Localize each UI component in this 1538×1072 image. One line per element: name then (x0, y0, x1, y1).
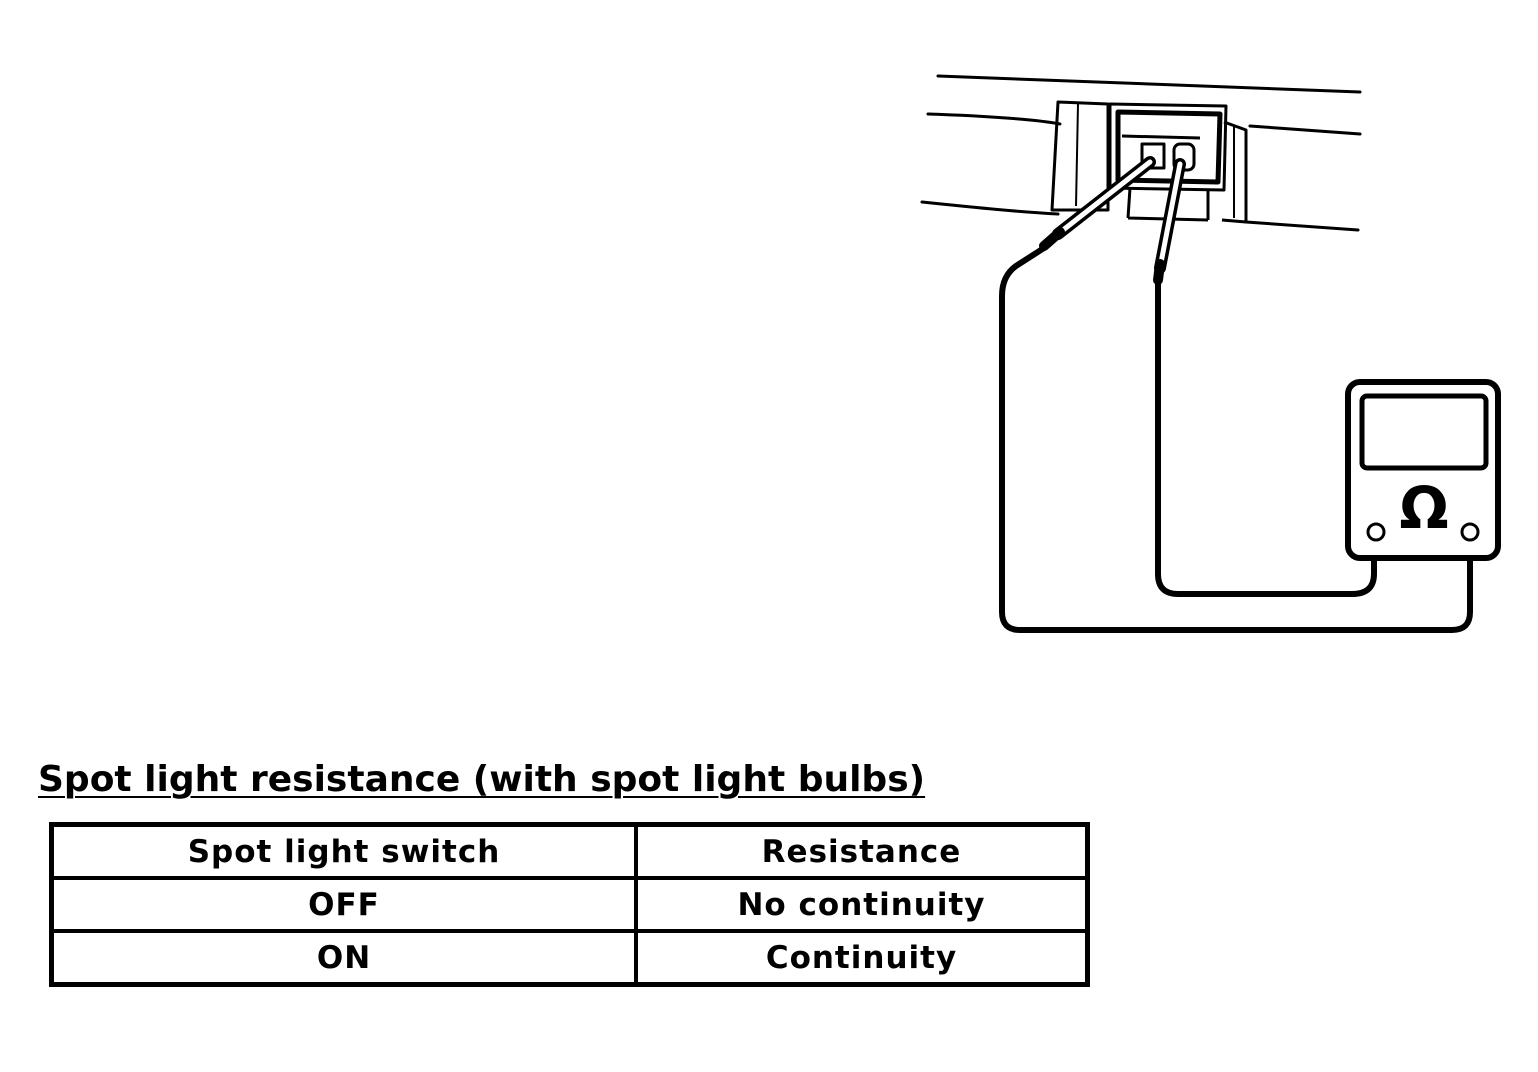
resistance-cell: Continuity (634, 929, 1090, 987)
switch-state-cell: ON (49, 929, 638, 987)
ohmmeter-icon: Ω (1345, 379, 1501, 561)
panel-outline (920, 74, 1362, 232)
resistance-cell: No continuity (634, 876, 1090, 933)
table-row: ON Continuity (49, 929, 1090, 987)
test-probe-right (1153, 158, 1186, 285)
switch-state-cell: OFF (49, 876, 638, 933)
table-row: OFF No continuity (49, 876, 1090, 933)
table-header-row: Spot light switch Resistance (49, 822, 1090, 880)
section-title: Spot light resistance (with spot light b… (38, 759, 926, 800)
ohm-symbol: Ω (1399, 474, 1448, 542)
header-switch: Spot light switch (49, 822, 638, 880)
header-resistance: Resistance (634, 822, 1090, 880)
test-probe-left (1039, 156, 1156, 251)
resistance-table: Spot light switch Resistance OFF No cont… (49, 822, 1090, 987)
test-leads (999, 245, 1473, 633)
